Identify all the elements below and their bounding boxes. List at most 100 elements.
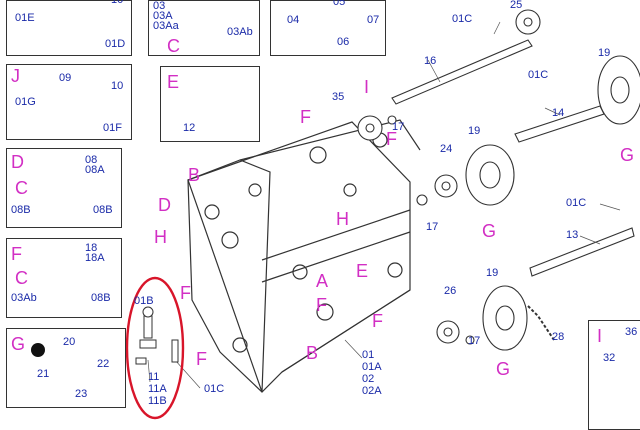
part-label: 19 — [486, 267, 499, 279]
part-label: 01E — [15, 12, 35, 24]
inset-C-top: 03 03A 03Aa C 03Ab — [148, 0, 260, 56]
part-label: 01G — [15, 96, 36, 108]
part-label: 17 — [426, 221, 439, 233]
view-letter: C — [167, 36, 180, 56]
part-label: 01 — [362, 349, 375, 361]
part-label: 36 — [625, 326, 638, 338]
part-label: 32 — [603, 352, 616, 364]
leader-lines — [147, 21, 621, 389]
inset-top-left: 01E 10 01D — [6, 0, 132, 56]
part-label: 05 — [333, 0, 346, 8]
view-letter: F — [196, 349, 207, 369]
view-letter: C — [15, 178, 28, 198]
part-label: 08B — [11, 204, 31, 216]
part-label: 02A — [362, 385, 382, 397]
part-label: 06 — [337, 36, 350, 48]
part-label: 17 — [468, 335, 481, 347]
part-label: 17 — [392, 121, 405, 133]
part-label: 14 — [552, 107, 565, 119]
part-label: 28 — [552, 331, 565, 343]
part-label: 13 — [566, 229, 579, 241]
part-label: 08A — [85, 164, 105, 176]
view-letter: H — [336, 209, 349, 229]
part-label: 10 — [111, 80, 124, 92]
view-letter: G — [620, 145, 635, 165]
part-label: 26 — [444, 285, 457, 297]
part-label: 01C — [566, 197, 587, 209]
view-letter: E — [356, 261, 369, 281]
view-letter: I — [597, 326, 603, 346]
view-letter: J — [11, 66, 20, 86]
view-letter: G — [11, 334, 26, 354]
part-label: 01B — [134, 295, 154, 307]
part-label: 03Ab — [11, 292, 37, 304]
chain — [527, 305, 555, 341]
part-label: 18 — [85, 242, 98, 254]
part-label: 25 — [510, 0, 523, 11]
part-label: 03Ab — [227, 26, 253, 38]
part-label: 01D — [105, 38, 126, 50]
part-label: 24 — [440, 143, 453, 155]
part-label: 08B — [91, 292, 111, 304]
view-letter: F — [11, 244, 22, 264]
part-label: 19 — [598, 47, 611, 59]
part-label: 20 — [63, 336, 76, 348]
inset-G: G 20 21 22 23 — [6, 328, 126, 408]
part-label: 02 — [362, 373, 375, 385]
part-label: 16 — [424, 55, 437, 67]
inset-D: D C 08 08A 08B 08B — [6, 148, 122, 228]
part-label: 03Aa — [153, 20, 179, 32]
part-label: 09 — [59, 72, 72, 84]
part-label: 01C — [528, 69, 549, 81]
highlight-ellipse — [125, 276, 185, 420]
inset-top-mid: 04 05 06 07 — [270, 0, 386, 56]
part-label: 11B — [148, 395, 167, 407]
sprockets — [357, 9, 640, 351]
view-letter: G — [482, 221, 497, 241]
main-frame — [187, 119, 421, 393]
view-letter: C — [15, 268, 28, 288]
part-label: 11 — [148, 371, 160, 383]
part-label: 21 — [37, 368, 50, 380]
view-letter: D — [158, 195, 171, 215]
part-label: 01C — [204, 383, 225, 395]
part-label: 35 — [332, 91, 345, 103]
view-letter: D — [11, 152, 24, 172]
view-letter: F — [316, 295, 327, 315]
view-letter: I — [364, 77, 370, 97]
part-label: 23 — [75, 388, 88, 400]
part-label: 10 — [111, 0, 124, 6]
part-label: 04 — [287, 14, 300, 26]
part-label: 01C — [452, 13, 473, 25]
view-letter: E — [167, 72, 180, 92]
inset-J: J 09 10 01G 01F — [6, 64, 132, 140]
inset-E: E 12 — [160, 66, 260, 142]
part-label: 18A — [85, 252, 105, 264]
view-letter: F — [372, 311, 383, 331]
part-label: 11A — [148, 383, 167, 395]
view-letter: B — [188, 165, 201, 185]
part-label: 08B — [93, 204, 113, 216]
view-letter: H — [154, 227, 167, 247]
part-label: 22 — [97, 358, 110, 370]
grease-cap-icon — [31, 343, 45, 357]
view-letter: A — [316, 271, 329, 291]
part-label: 01A — [362, 361, 382, 373]
view-letter: B — [306, 343, 319, 363]
view-letter: F — [180, 283, 191, 303]
part-label: 01F — [103, 122, 122, 134]
part-label: 12 — [183, 122, 196, 134]
inset-F: F C 18 18A 03Ab 08B — [6, 238, 122, 318]
view-letter: F — [386, 129, 397, 149]
part-label: 19 — [468, 125, 481, 137]
part-label: 07 — [367, 14, 380, 26]
view-letter: F — [300, 107, 311, 127]
highlighted-bolt-assembly — [135, 306, 179, 365]
view-letter: G — [496, 359, 511, 379]
inset-I-right: I 32 36 — [588, 320, 640, 430]
part-label: 03 — [153, 0, 166, 12]
shafts — [391, 39, 635, 277]
part-label: 08 — [85, 154, 98, 166]
part-label: 03A — [153, 10, 173, 22]
